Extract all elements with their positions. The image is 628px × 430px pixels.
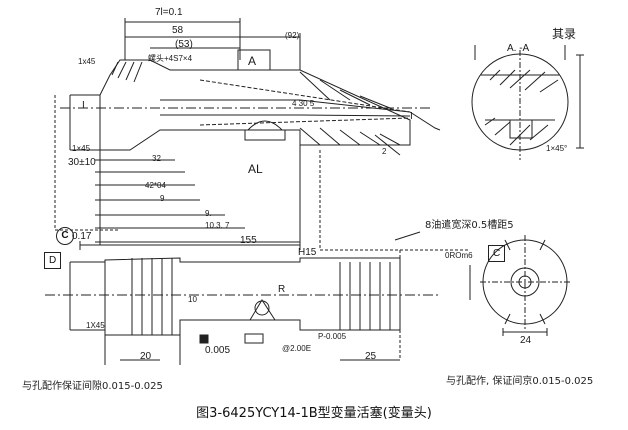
end-view: [469, 235, 570, 336]
marker-c-right: C: [488, 245, 506, 262]
upper-piston-view: [54, 18, 470, 251]
dim-58: 58: [172, 25, 184, 36]
dim-al: AL: [248, 162, 263, 176]
section-a-marker: A: [248, 54, 257, 68]
dim-0rcm6: 0ROm6: [445, 251, 473, 260]
dim-h15: H15: [298, 247, 317, 258]
dim-92: (92): [285, 31, 300, 40]
qi-lu-label: 其录: [552, 27, 577, 41]
dim-430: 4 30 5: [292, 99, 315, 108]
left-fit-note: 与孔配作保证间隙0.015-0.025: [22, 381, 163, 392]
dim-200: @2.00E: [282, 344, 312, 353]
dim-103: 10.3. 7: [205, 221, 230, 230]
dim-24: 24: [520, 335, 532, 346]
dim-10: 10: [188, 295, 197, 304]
dim-9b: 9.: [205, 209, 212, 218]
tol-0005b: P-0.005: [318, 332, 347, 341]
dim-32: 32: [152, 154, 161, 163]
right-fit-note: 与孔配作, 保证间京0.015-0.025: [446, 376, 594, 387]
dim-25: 25: [365, 351, 377, 362]
lower-piston-view: [45, 231, 440, 365]
dim-155: 155: [240, 235, 257, 246]
marker-i: I: [82, 100, 85, 111]
dim-71: 7l=0.1: [155, 7, 183, 18]
dim-1x45-left: 1×45: [72, 144, 91, 153]
section-aa-view: [471, 45, 584, 160]
dim-9: 9: [160, 194, 165, 203]
dim-20: 20: [140, 351, 152, 362]
figure-caption: 图3-6425YCY14-1B型变量活塞(变量头): [196, 406, 432, 421]
dim-2: 2: [382, 147, 387, 156]
tol-0005: 0.005: [205, 345, 231, 356]
dim-thread: 螺头+4S7×4: [148, 54, 193, 63]
dim-1x45-right: 1×45°: [546, 144, 568, 153]
marker-i2: I: [410, 111, 413, 122]
marker-c-left: C: [56, 227, 74, 245]
marker-d: D: [44, 252, 62, 269]
dim-017: 0.17: [72, 231, 92, 242]
oil-groove-note: 8油遣宽深0.5槽距5: [425, 220, 514, 231]
dim-42: 42*04: [145, 181, 166, 190]
section-aa-title: A. -A: [507, 43, 530, 54]
dim-30: 30±10: [68, 157, 96, 168]
dim-1x45-bottom: 1X45: [86, 321, 105, 330]
dim-1x45-top: 1x45: [78, 57, 96, 66]
marker-r: R: [278, 284, 286, 295]
dim-53: (53): [175, 39, 193, 50]
